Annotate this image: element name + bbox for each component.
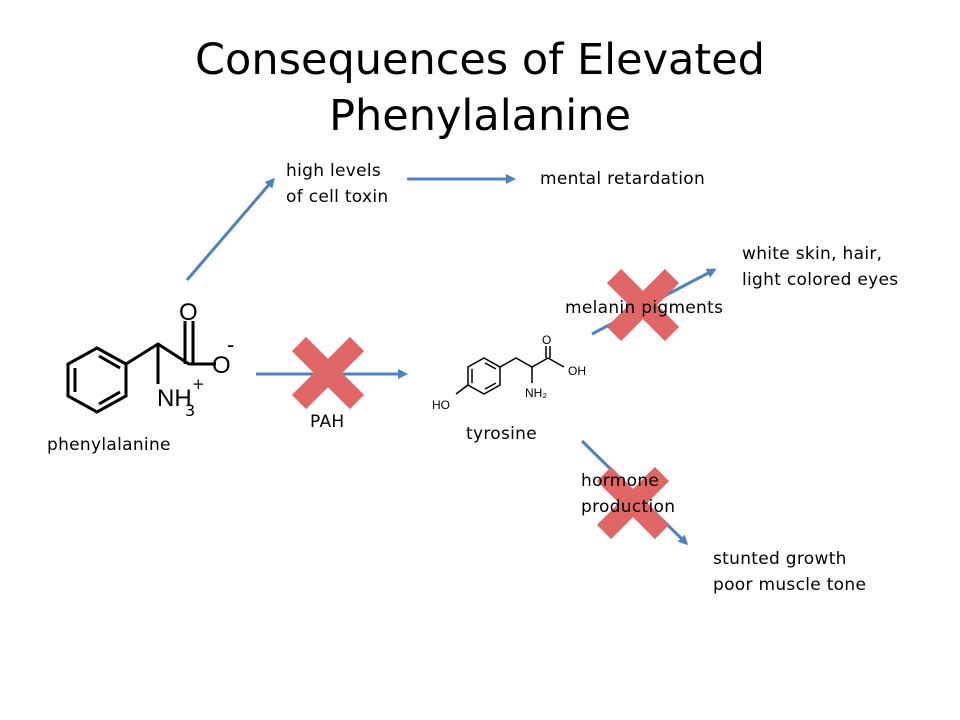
phe-plus: + [192,375,205,393]
phe-oxygen-right: O [212,352,231,379]
tyr-oxygen: O [542,333,551,347]
slide-title: Consequences of Elevated Phenylalanine [0,32,960,144]
label-mental-retardation: mental retardation [540,169,706,189]
label-high-levels-cell-toxin: high levels of cell toxin [286,158,388,210]
label-tyrosine: tyrosine [466,424,537,444]
tyr-hydroxyl: OH [568,364,586,378]
label-white-skin: white skin, hair, light colored eyes [742,241,898,293]
phe-amine: NH [157,385,192,412]
phenylalanine-structure: O O NH - [66,299,234,414]
arrow-to-toxin [185,177,275,281]
label-pah: PAH [310,412,345,432]
cross-pah [291,336,365,410]
phe-minus: - [227,332,234,357]
label-stunted-growth: stunted growth poor muscle tone [713,546,866,598]
label-melanin-pigments: melanin pigments [565,298,724,318]
title-line-1: Consequences of Elevated [195,35,765,85]
title-line-2: Phenylalanine [329,91,631,141]
cross-melanin [606,268,680,342]
hormone-line-2: production [581,497,676,517]
toxin-line-1: high levels [286,161,382,181]
stunted-line-1: stunted growth [713,549,847,569]
label-hormone-production: hormone production [581,468,675,520]
label-phenylalanine: phenylalanine [47,435,171,455]
stunted-line-2: poor muscle tone [713,575,867,595]
hormone-line-1: hormone [581,471,660,491]
white-line-1: white skin, hair, [742,244,883,264]
tyr-ho: HO [432,398,450,412]
toxin-line-2: of cell toxin [286,187,389,207]
white-line-2: light colored eyes [742,270,899,290]
tyrosine-structure: O OH NH₂ HO [432,333,586,412]
phe-subscript-3: 3 [185,401,195,420]
cross-hormone [596,466,670,540]
tyr-amine: NH₂ [525,386,547,400]
phe-oxygen-top: O [179,299,198,326]
